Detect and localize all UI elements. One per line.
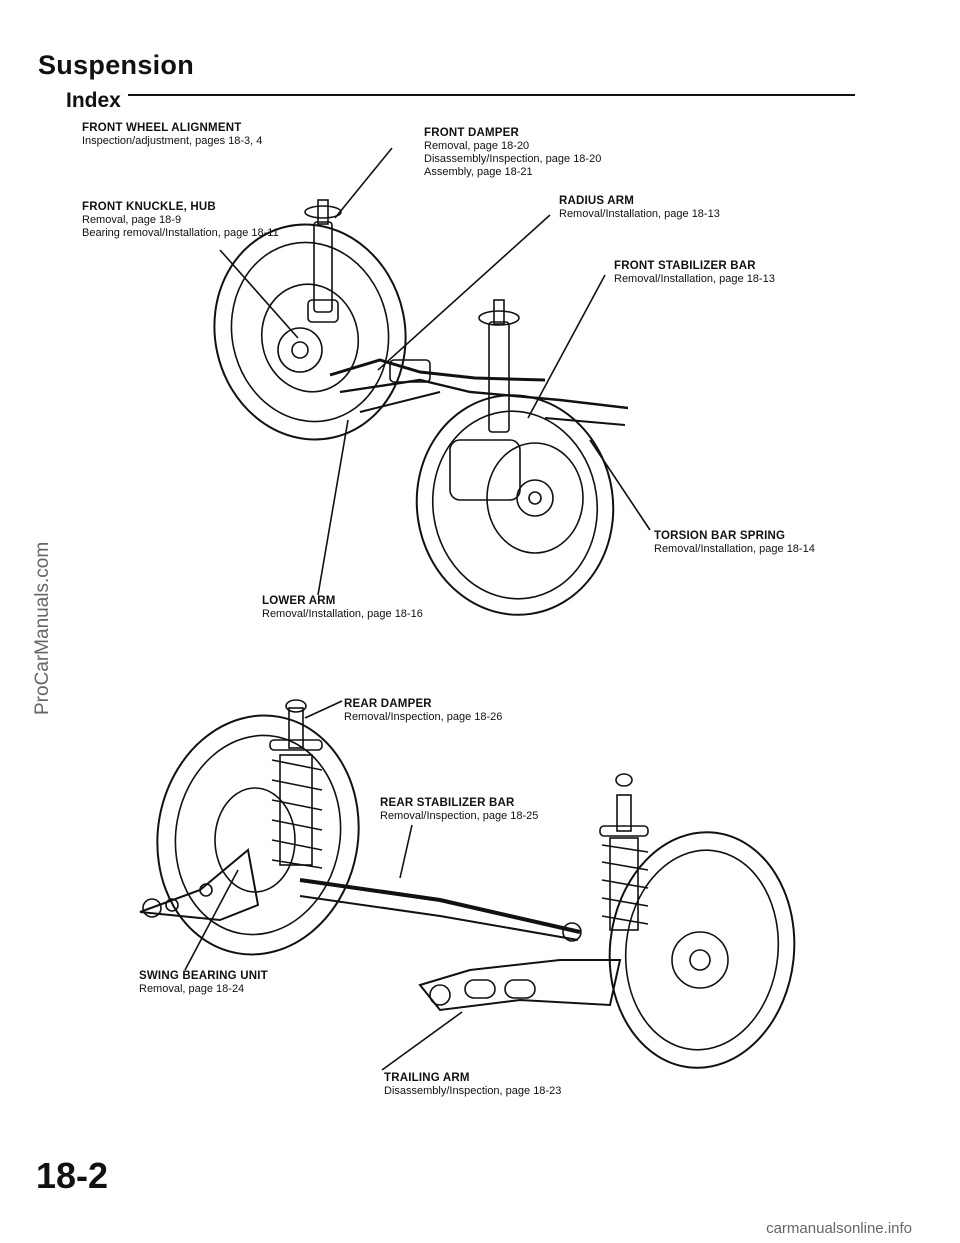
label-front-damper: FRONT DAMPER Removal, page 18-20 Disasse… xyxy=(424,127,601,179)
label-title: SWING BEARING UNIT xyxy=(139,970,268,982)
label-line: Bearing removal/Installation, page 18-11 xyxy=(82,227,279,239)
header-rule xyxy=(128,94,855,96)
front-left-wheel xyxy=(213,223,407,441)
label-line: Inspection/adjustment, pages 18-3, 4 xyxy=(82,135,263,147)
label-line: Removal/Installation, page 18-16 xyxy=(262,608,423,620)
label-title: FRONT WHEEL ALIGNMENT xyxy=(82,122,242,134)
label-title: REAR DAMPER xyxy=(344,698,432,710)
label-rear-damper: REAR DAMPER Removal/Inspection, page 18-… xyxy=(344,698,502,724)
label-line: Disassembly/Inspection, page 18-20 xyxy=(424,153,602,165)
label-trailing-arm: TRAILING ARM Disassembly/Inspection, pag… xyxy=(384,1072,561,1098)
label-line: Removal/Installation, page 18-14 xyxy=(654,543,815,555)
footer-site: carmanualsonline.info xyxy=(766,1220,912,1237)
label-title: TORSION BAR SPRING xyxy=(654,530,786,542)
label-title: LOWER ARM xyxy=(262,595,336,607)
label-front-knuckle-hub: FRONT KNUCKLE, HUB Removal, page 18-9 Be… xyxy=(82,201,279,240)
label-title: RADIUS ARM xyxy=(559,195,635,207)
label-line: Removal, page 18-20 xyxy=(424,140,530,152)
page-number: 18-2 xyxy=(36,1155,109,1196)
watermark-text: ProCarManuals.com xyxy=(32,542,53,715)
label-title: FRONT STABILIZER BAR xyxy=(614,260,756,272)
label-lower-arm: LOWER ARM Removal/Installation, page 18-… xyxy=(262,595,423,621)
label-line: Assembly, page 18-21 xyxy=(424,166,533,178)
rear-left-wheel xyxy=(156,714,360,956)
label-front-stabilizer-bar: FRONT STABILIZER BAR Removal/Installatio… xyxy=(614,260,775,286)
label-title: TRAILING ARM xyxy=(384,1072,470,1084)
watermark: ProCarManuals.com xyxy=(32,542,53,715)
label-front-wheel-alignment: FRONT WHEEL ALIGNMENT Inspection/adjustm… xyxy=(82,122,262,148)
label-line: Removal/Inspection, page 18-25 xyxy=(380,810,539,822)
rear-right-damper xyxy=(599,773,649,931)
label-swing-bearing-unit: SWING BEARING UNIT Removal, page 18-24 xyxy=(139,970,268,996)
label-line: Removal/Installation, page 18-13 xyxy=(559,208,720,220)
label-title: FRONT KNUCKLE, HUB xyxy=(82,201,216,213)
section-subtitle: Index xyxy=(66,89,121,112)
front-right-wheel xyxy=(415,394,615,616)
label-rear-stabilizer-bar: REAR STABILIZER BAR Removal/Inspection, … xyxy=(380,797,538,823)
rear-left-damper xyxy=(269,699,323,869)
rear-right-wheel xyxy=(608,831,796,1069)
front-left-strut xyxy=(304,199,342,323)
label-torsion-bar-spring: TORSION BAR SPRING Removal/Installation,… xyxy=(654,530,815,556)
label-title: FRONT DAMPER xyxy=(424,127,520,139)
label-line: Removal/Installation, page 18-13 xyxy=(614,273,775,285)
label-line: Removal, page 18-9 xyxy=(82,214,182,226)
label-line: Removal/Inspection, page 18-26 xyxy=(344,711,503,723)
label-line: Disassembly/Inspection, page 18-23 xyxy=(384,1085,562,1097)
label-line: Removal, page 18-24 xyxy=(139,983,245,995)
label-title: REAR STABILIZER BAR xyxy=(380,797,515,809)
page-title: Suspension xyxy=(38,50,195,80)
label-radius-arm: RADIUS ARM Removal/Installation, page 18… xyxy=(559,195,720,221)
